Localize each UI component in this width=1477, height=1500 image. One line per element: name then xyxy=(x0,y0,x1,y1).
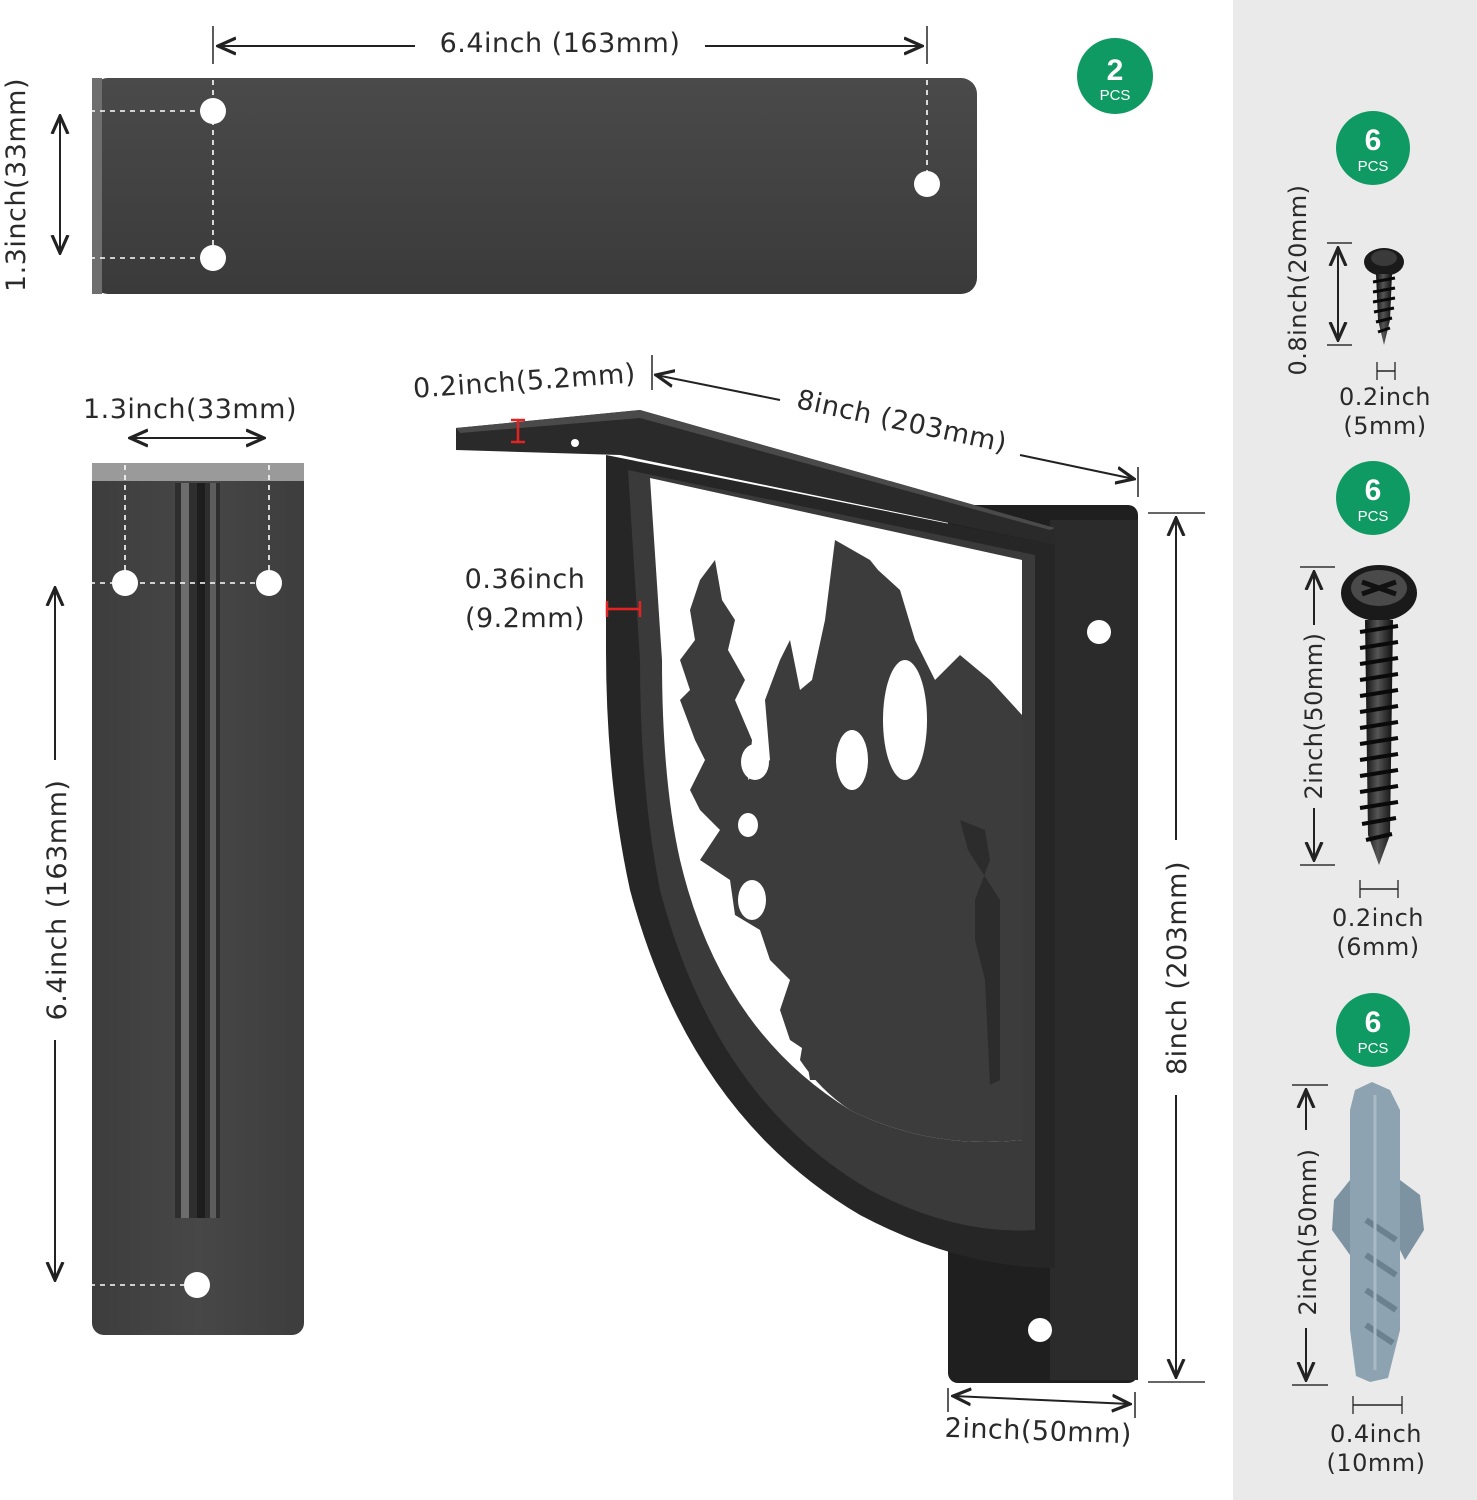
top-plate-width-label: 1.3inch(33mm) xyxy=(1,78,32,292)
long-screw-diameter-line1: 0.2inch xyxy=(1332,904,1424,932)
badge-unit: PCS xyxy=(1100,87,1131,104)
badge-unit: PCS xyxy=(1358,158,1389,175)
badge-small-screw-pcs: 6 PCS xyxy=(1336,111,1410,185)
wall-anchor-length-label: 2inch(50mm) xyxy=(1294,1148,1322,1315)
bracket-frame-label-line1: 0.36inch xyxy=(465,564,586,595)
long-screw-diameter-line2: (6mm) xyxy=(1336,933,1419,961)
bracket-height-label: 8inch (203mm) xyxy=(1162,861,1193,1075)
side-plate-length-label: 6.4inch (163mm) xyxy=(42,780,73,1021)
wall-anchor-diameter-line2: (10mm) xyxy=(1326,1449,1425,1477)
small-screw-diameter-line2: (5mm) xyxy=(1343,412,1426,440)
bracket-thickness-label: 0.2inch(5.2mm) xyxy=(412,358,637,404)
badge-wall-anchor-pcs: 6 PCS xyxy=(1336,993,1410,1067)
small-screw-diameter-line1: 0.2inch xyxy=(1339,383,1431,411)
bracket-frame-label-line2: (9.2mm) xyxy=(465,603,585,634)
wall-anchor xyxy=(1332,1082,1424,1382)
badge-2-pcs: 2 PCS xyxy=(1077,38,1153,114)
side-plate xyxy=(40,425,304,1335)
top-plate xyxy=(40,30,977,294)
badge-count: 6 xyxy=(1365,1006,1382,1039)
badge-unit: PCS xyxy=(1358,1040,1389,1057)
badge-count: 6 xyxy=(1365,124,1382,157)
long-screw xyxy=(1341,565,1417,865)
bracket-depth-label: 8inch (203mm) xyxy=(794,384,1010,459)
bracket-width-label: 2inch(50mm) xyxy=(944,1413,1132,1451)
long-screw-length-label: 2inch(50mm) xyxy=(1300,632,1328,799)
badge-count: 2 xyxy=(1107,54,1124,87)
badge-unit: PCS xyxy=(1358,508,1389,525)
top-plate-length-label: 6.4inch (163mm) xyxy=(440,28,681,59)
small-screw-length-label: 0.8inch(20mm) xyxy=(1284,185,1312,376)
small-screw xyxy=(1364,248,1404,345)
wall-anchor-diameter-line1: 0.4inch xyxy=(1330,1420,1422,1448)
shelf-bracket xyxy=(456,410,1138,1383)
badge-long-screw-pcs: 6 PCS xyxy=(1336,461,1410,535)
badge-count: 6 xyxy=(1365,474,1382,507)
side-plate-width-label: 1.3inch(33mm) xyxy=(83,394,297,425)
